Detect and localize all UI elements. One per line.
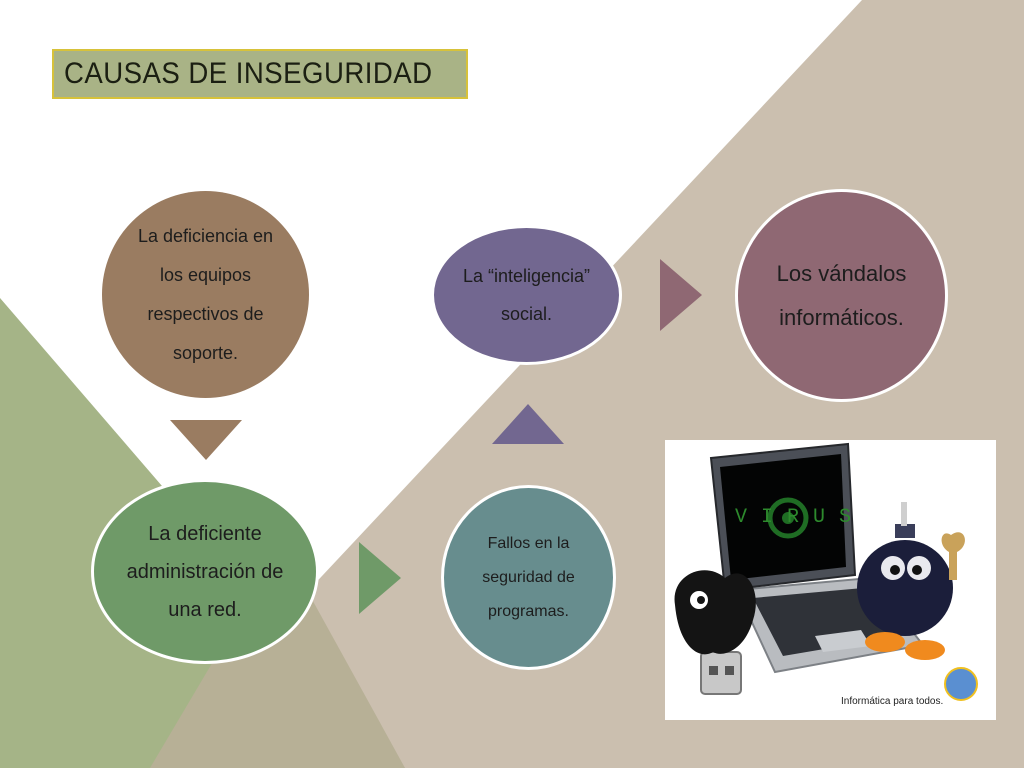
node-vandalos-label: Los vándalos informáticos. — [776, 260, 907, 330]
node-administracion-label: La deficiente administración de una red. — [126, 522, 284, 621]
image-caption: Informática para todos. — [841, 696, 944, 707]
arrow-right-1 — [359, 542, 401, 614]
slide-title: CAUSAS DE INSEGURIDAD — [64, 57, 433, 90]
node-administracion: La deficiente administración de una red. — [91, 479, 319, 664]
arrow-up — [492, 404, 564, 444]
node-vandalos: Los vándalos informáticos. — [735, 189, 948, 402]
virus-illustration-drawing — [674, 442, 978, 701]
node-fallos: Fallos en la seguridad de programas. — [441, 485, 616, 670]
arrow-right-2 — [660, 259, 702, 331]
node-fallos-label: Fallos en la seguridad de programas. — [482, 534, 575, 620]
slide-title-box: CAUSAS DE INSEGURIDAD — [52, 49, 468, 99]
virus-screen-text: VIRUS — [735, 506, 866, 529]
node-equipos-label: La deficiencia en los equipos respectivo… — [137, 225, 274, 363]
biohazard-icon — [767, 497, 809, 539]
node-equipos: La deficiencia en los equipos respectivo… — [102, 191, 309, 398]
globe-logo-icon — [945, 668, 977, 700]
bomb-key — [941, 532, 965, 580]
node-inteligencia-label: La “inteligencia” social. — [462, 266, 591, 324]
usb-connector — [700, 651, 742, 695]
laptop-touchpad — [815, 630, 871, 652]
apple-creature — [674, 570, 756, 655]
node-inteligencia: La “inteligencia” social. — [431, 225, 622, 365]
bomb-creature — [857, 540, 953, 636]
virus-illustration: VIRUS Informática para todos. — [665, 440, 996, 720]
arrow-down — [170, 420, 242, 460]
background-overlap-triangle — [150, 545, 405, 768]
